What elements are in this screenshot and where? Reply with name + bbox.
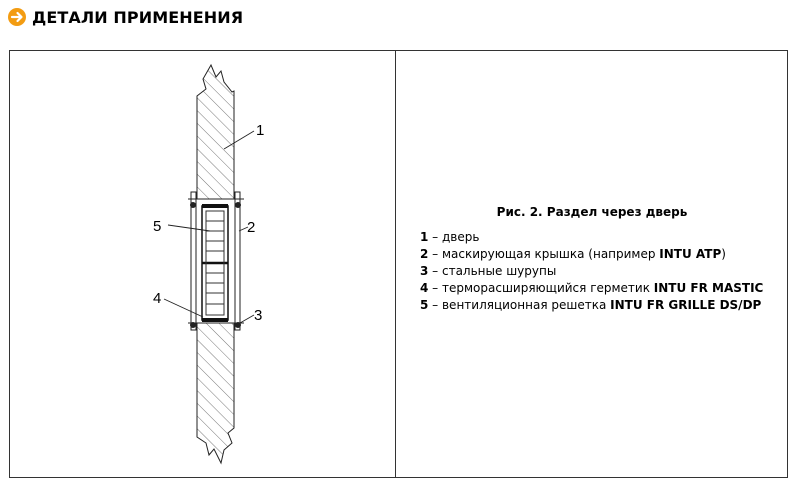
callout-1: 1: [256, 122, 264, 139]
legend-item: 2 – маскирующая крышка (например INTU AT…: [420, 247, 726, 261]
door-section-drawing: 1 2 3 4 5: [153, 63, 264, 465]
callout-3: 3: [254, 307, 262, 324]
legend-item: 5 – вентиляционная решетка INTU FR GRILL…: [420, 298, 762, 312]
callout-2: 2: [247, 219, 255, 236]
ventilation-grille: [205, 210, 225, 316]
page-title: ДЕТАЛИ ПРИМЕНЕНИЯ: [32, 7, 244, 27]
figure-caption: Рис. 2. Раздел через дверь 1 – дверь 2 –…: [420, 205, 790, 314]
column-divider: [395, 51, 396, 477]
section-header: ДЕТАЛИ ПРИМЕНЕНИЯ: [8, 4, 243, 30]
legend-item: 1 – дверь: [420, 230, 480, 244]
masking-cover-left: [190, 191, 197, 331]
legend-list: 1 – дверь 2 – маскирующая крышка (наприм…: [420, 229, 790, 314]
callout-4: 4: [153, 290, 161, 307]
steel-screws: [190, 202, 241, 328]
door-leaf-upper: [196, 63, 235, 200]
callout-5: 5: [153, 218, 161, 235]
door-leaf-lower: [196, 322, 235, 465]
arrow-right-icon: [8, 8, 26, 26]
legend-item: 3 – стальные шурупы: [420, 264, 557, 278]
masking-cover-right: [234, 191, 241, 331]
caption-title: Рис. 2. Раздел через дверь: [496, 205, 688, 219]
legend-item: 4 – терморасширяющийся герметик INTU FR …: [420, 281, 764, 295]
detail-table: 1 2 3 4 5: [9, 50, 788, 478]
